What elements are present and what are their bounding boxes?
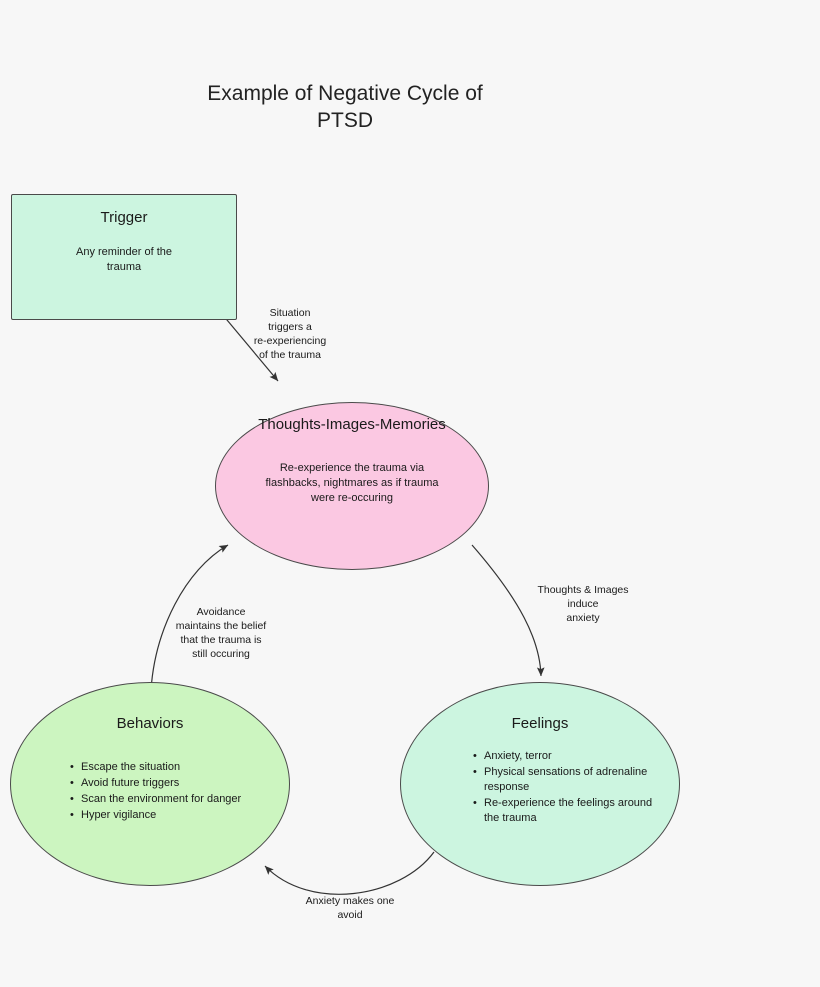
list-item: Avoid future triggers [70,776,291,791]
list-item: Re-experience the feelings around the tr… [473,796,670,826]
edge-label-feelings-to-behaviors: Anxiety makes one avoid [305,895,395,921]
page-title: Example of Negative Cycle of PTSD [207,82,483,132]
node-behaviors-list: Escape the situation Avoid future trigge… [67,760,291,824]
list-item: Anxiety, terror [473,749,670,764]
edge-trigger-to-thoughts [221,313,279,382]
edge-label-thoughts-to-feelings: Thoughts & Images induce anxiety [537,584,629,624]
edge-feelings-to-behaviors [264,851,435,895]
node-trigger-title: Trigger [100,209,148,226]
list-item: Escape the situation [70,760,291,775]
node-trigger[interactable]: Trigger Any reminder of the trauma [11,194,237,320]
node-feelings-title: Feelings [511,715,569,732]
edge-label-trigger-to-thoughts: Situation triggers a re-experiencing of … [253,307,327,361]
edge-thoughts-to-feelings [471,544,545,677]
list-item: Scan the environment for danger [70,792,291,807]
edge-behaviors-to-thoughts [150,544,229,691]
node-trigger-body: Any reminder of the trauma [76,246,172,273]
node-feelings-list: Anxiety, terror Physical sensations of a… [470,749,670,827]
node-behaviors-title: Behaviors [116,715,184,732]
list-item: Hyper vigilance [70,808,291,823]
list-item: Physical sensations of adrenaline respon… [473,765,670,795]
edge-label-behaviors-to-thoughts: Avoidance maintains the belief that the … [175,606,267,660]
node-thoughts-title: Thoughts-Images-Memories [258,416,446,433]
node-thoughts-images-memories[interactable]: Thoughts-Images-Memories Re-experience t… [215,402,489,570]
node-thoughts-body: Re-experience the trauma via flashbacks,… [265,462,439,504]
